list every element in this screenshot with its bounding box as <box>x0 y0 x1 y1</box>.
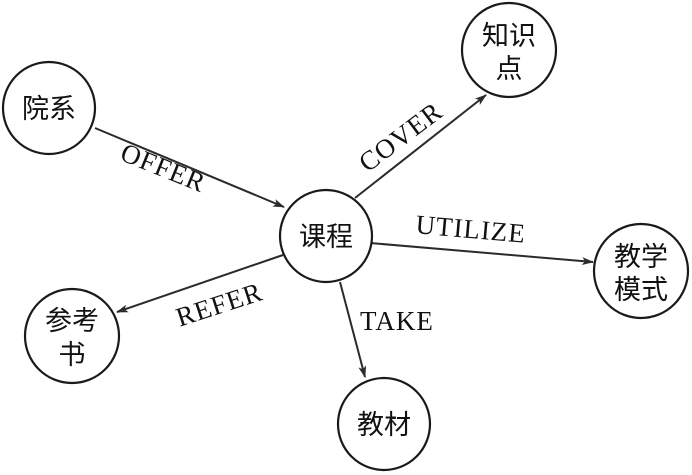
node-department: 院系 <box>1 60 97 156</box>
node-textbook-label: 教材 <box>357 410 411 441</box>
node-reference-book: 参考 书 <box>23 287 121 385</box>
edge-take-line <box>339 281 367 378</box>
node-teaching-mode: 教学 模式 <box>592 222 690 320</box>
edge-offer-line <box>94 127 285 208</box>
node-teaching-mode-label-line2: 模式 <box>614 275 668 306</box>
node-knowledge-point: 知识 点 <box>460 1 558 99</box>
node-reference-book-label-line1: 参考 <box>45 306 99 337</box>
edge-label-refer: REFER <box>172 276 266 332</box>
node-reference-book-label-line2: 书 <box>59 340 86 371</box>
node-course: 课程 <box>278 188 374 284</box>
node-teaching-mode-label-line1: 教学 <box>614 242 668 273</box>
edge-label-offer: OFFER <box>116 137 210 198</box>
node-course-label: 课程 <box>299 222 353 253</box>
node-knowledge-point-label-line1: 知识 <box>482 21 536 52</box>
edge-labels: OFFER COVER UTILIZE REFER TAKE <box>116 96 527 336</box>
node-knowledge-point-label-line2: 点 <box>496 54 523 85</box>
edges <box>94 94 594 378</box>
edge-utilize-line <box>369 242 594 266</box>
node-department-label: 院系 <box>22 94 76 125</box>
edge-label-utilize: UTILIZE <box>414 209 527 249</box>
edge-cover-line <box>354 94 487 199</box>
node-textbook: 教材 <box>336 376 432 472</box>
edge-label-take: TAKE <box>360 306 434 336</box>
edge-refer-line <box>116 254 284 313</box>
